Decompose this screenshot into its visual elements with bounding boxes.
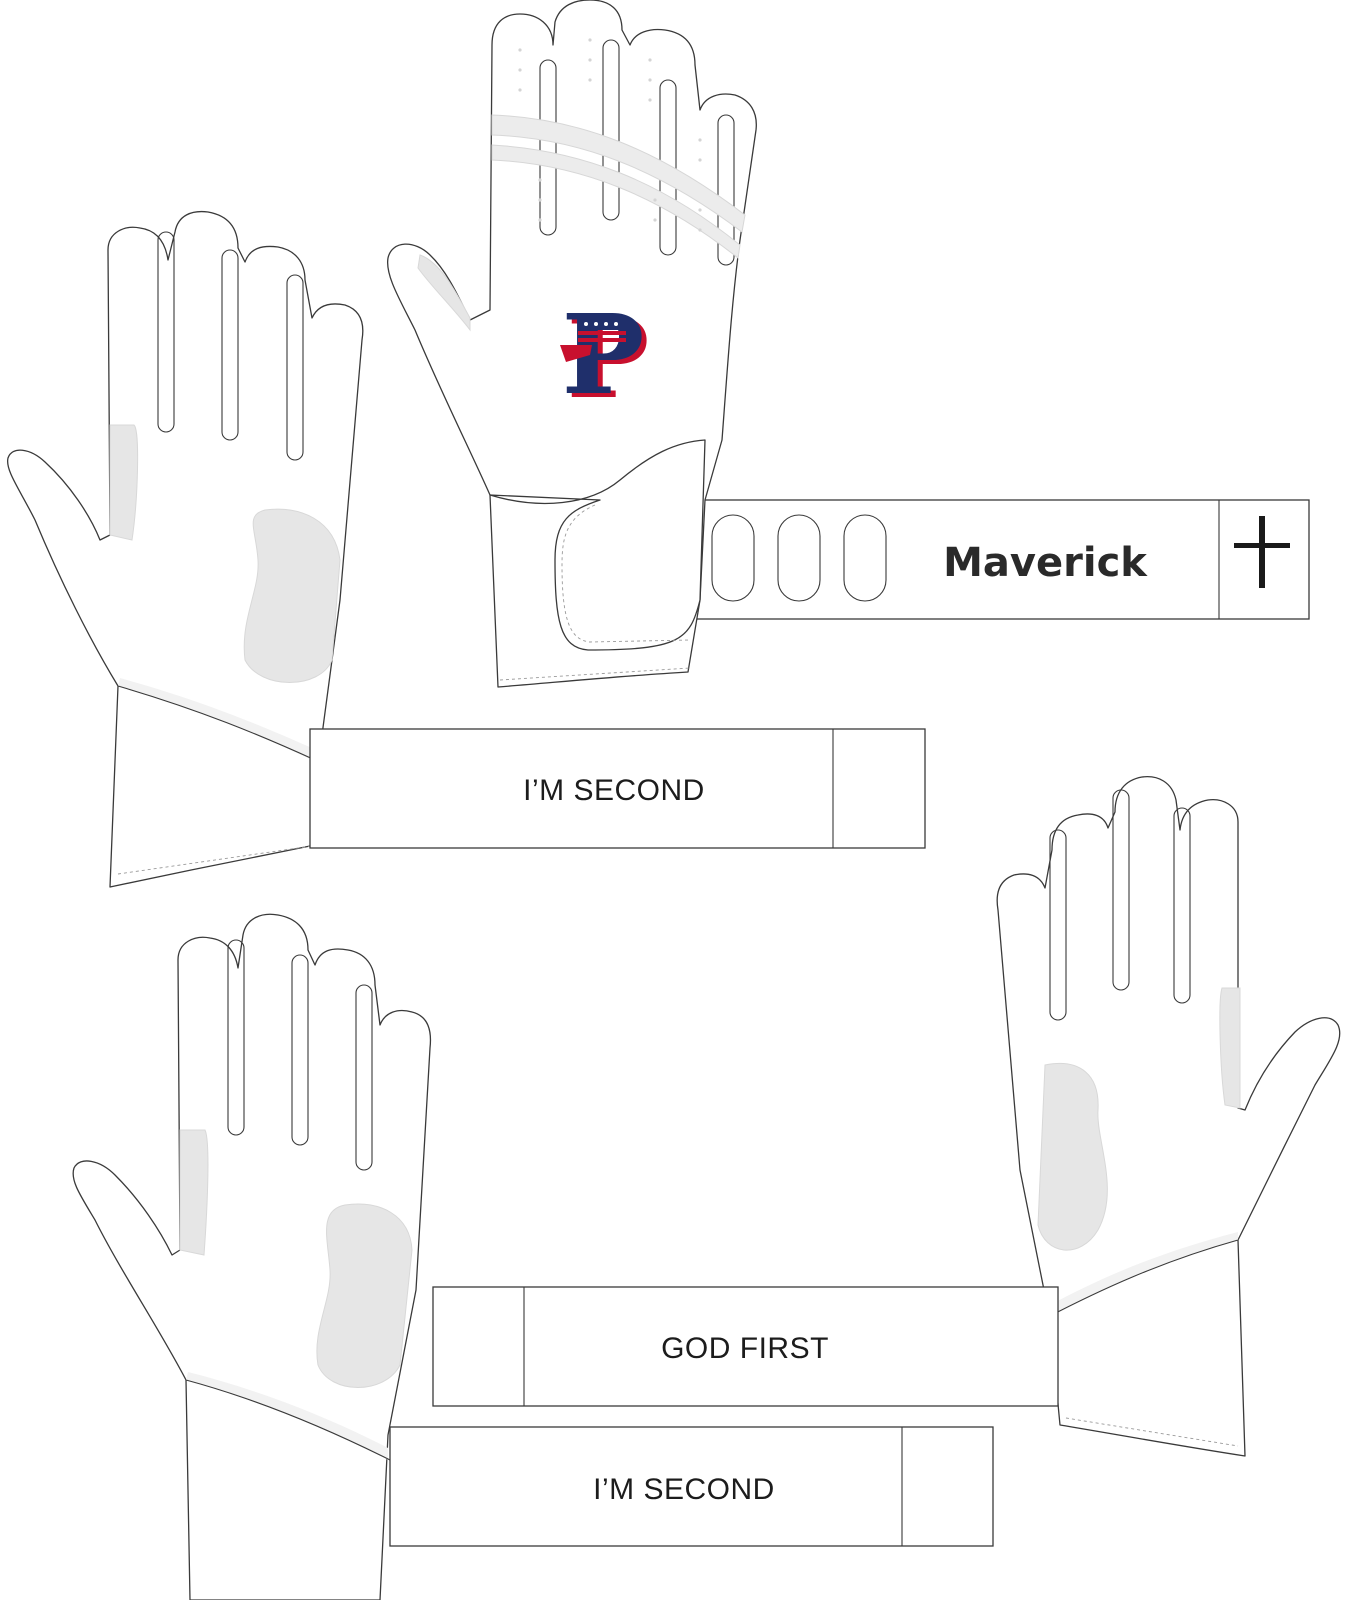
glove-bottom-left-strap: I’M SECOND (389, 1426, 994, 1547)
glove-bottom-right-strap: GOD FIRST (432, 1286, 1059, 1407)
strap-text-im-second: I’M SECOND (523, 774, 705, 807)
glove-bottom-right-body (996, 776, 1341, 1457)
logo-p-icon: P P (560, 290, 649, 423)
glove-left-strap: I’M SECOND (309, 728, 926, 849)
cross-icon (1234, 516, 1290, 588)
glove-top: Maverick (386, 0, 1310, 688)
glove-top-strap: Maverick (679, 499, 1310, 620)
glove-top-wrist-flap (489, 439, 706, 651)
glove-left-body (6, 210, 364, 888)
strap-name-text: Maverick (943, 540, 1148, 586)
glove-bottom-left: I’M SECOND (72, 913, 994, 1600)
strap-text-god-first: GOD FIRST (661, 1332, 829, 1365)
glove-left: I’M SECOND (6, 210, 926, 888)
glove-top-perforations (518, 38, 702, 232)
svg-text:P: P (567, 294, 650, 423)
glove-bottom-right: GOD FIRST (432, 776, 1341, 1457)
strap-text-im-second-bottom: I’M SECOND (593, 1473, 775, 1506)
